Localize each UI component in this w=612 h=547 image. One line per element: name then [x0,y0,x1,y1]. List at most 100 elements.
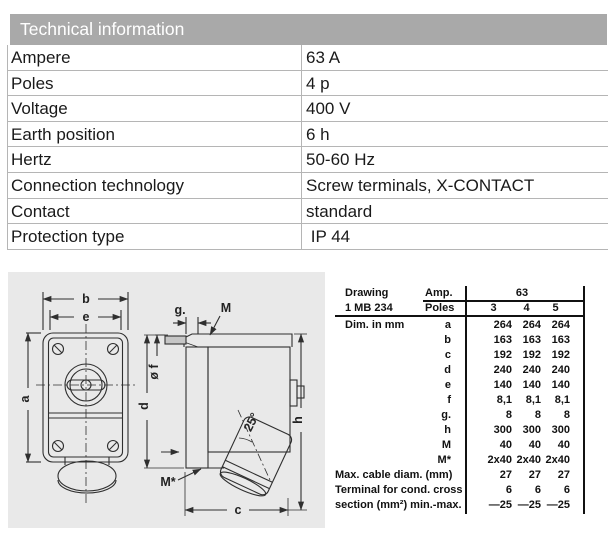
dim-value: 2x40 [516,454,541,466]
dim-value: —25 [546,499,570,511]
dim-value: 27 [499,469,512,481]
dim-label-e: e [83,310,90,324]
dim-letter: e [444,379,451,391]
spec-label: Contact [11,201,70,221]
dim-header-row: Drawing Amp. 63 [335,286,587,301]
spec-label: Ampere [11,48,71,67]
technical-drawing-panel: b e a g. M ø f d h 25° M* c [8,272,325,528]
extra-label: section (mm²) min.-max. [335,499,462,511]
dim-value: 140 [493,379,512,391]
dim-row: h 300 300 300 [335,423,587,438]
table-right-border [583,286,585,514]
spec-row: Voltage 400 V [8,96,608,122]
dim-row: g. 8 8 8 [335,408,587,423]
dim-label-a: a [18,394,32,402]
dim-letter: M* [437,454,451,466]
dim-value: 27 [557,469,570,481]
spec-row: Ampere 63 A [8,45,608,71]
dim-value: 140 [551,379,570,391]
dim-row: b 163 163 163 [335,333,587,348]
dim-value: 2x40 [487,454,512,466]
dim-value: 240 [551,364,570,376]
dim-value: 163 [551,334,570,346]
drawing-label: Drawing [345,287,389,299]
extra-label: Terminal for cond. cross [335,484,463,496]
amp-label: Amp. [425,287,453,299]
dim-value: —25 [517,499,541,511]
table-divider [465,286,467,514]
dim-value: 8,1 [554,394,570,406]
dim-extra-row: Terminal for cond. cross 6 6 6 [335,483,587,498]
dim-extra-row: section (mm²) min.-max. —25 —25 —25 [335,498,587,513]
dim-value: 8,1 [525,394,541,406]
dim-value: 192 [551,349,570,361]
spec-value: Screw terminals, X-CONTACT [301,172,608,198]
spec-value: 63 A [301,45,608,70]
pole-col: 3 [490,302,497,314]
dim-value: 192 [493,349,512,361]
dim-label-b: b [82,292,90,306]
dim-value: 264 [522,319,541,331]
dim-extra-row: Max. cable diam. (mm) 27 27 27 [335,468,587,483]
dim-value: 264 [493,319,512,331]
extra-label: Max. cable diam. (mm) [335,469,453,481]
dim-value: 240 [522,364,541,376]
dim-label-g: g. [174,303,185,317]
section-title: Technical information [20,19,185,39]
dim-value: 40 [528,439,541,451]
spec-label: Hertz [11,150,52,170]
spec-row: Earth position 6 h [8,121,608,148]
dim-letter: b [444,334,451,346]
dim-letter: a [444,319,451,331]
dim-row: e 140 140 140 [335,378,587,393]
technical-drawing: b e a g. M ø f d h 25° M* c [18,292,307,517]
dim-label-m: M [221,301,231,315]
dim-row: f 8,1 8,1 8,1 [335,393,587,408]
dim-letter: h [444,424,451,436]
dimension-table: Drawing Amp. 63 1 MB 234 Poles 3 4 5 Dim… [335,284,587,518]
spec-row: Poles 4 p [8,70,608,97]
pole-col: 4 [523,302,530,314]
spec-value: 400 V [301,96,608,121]
dim-units-label: Dim. in mm [345,319,405,331]
pole-col: 5 [552,302,559,314]
dim-label-h: h [291,416,305,424]
dim-label-of: ø f [147,364,161,380]
dim-letter: M [441,439,451,451]
spec-label: Earth position [11,124,115,144]
dim-row: c 192 192 192 [335,348,587,363]
dim-letter: d [444,364,451,376]
dim-value: 192 [522,349,541,361]
dim-value: 8 [534,409,541,421]
dim-value: 6 [563,484,570,496]
spec-row: Hertz 50-60 Hz [8,147,608,173]
dim-value: 300 [522,424,541,436]
spec-value: standard [301,198,608,224]
spec-label: Poles [11,73,54,93]
section-header: Technical information [10,14,607,45]
table-rule [335,315,585,317]
dim-label-angle: 25° [241,411,262,434]
dim-value: 8 [505,409,512,421]
dim-row: M* 2x40 2x40 2x40 [335,453,587,468]
dim-label-m-star: M* [160,475,175,489]
dim-value: 6 [534,484,541,496]
spec-row: Contact standard [8,198,608,225]
dim-label-c: c [235,503,242,517]
dim-row: M 40 40 40 [335,438,587,453]
table-rule [423,300,585,302]
spec-value: 6 h [301,121,608,147]
spec-row: Protection type IP 44 [8,224,608,250]
dim-value: 163 [493,334,512,346]
dim-value: 264 [551,319,570,331]
spec-label: Connection technology [11,175,184,195]
dim-row: d 240 240 240 [335,363,587,378]
drawing-number: 1 MB 234 [345,302,393,314]
amp-value: 63 [515,287,529,299]
dim-header-row: 1 MB 234 Poles 3 4 5 [335,301,587,316]
dim-value: 40 [499,439,512,451]
spec-value: 4 p [301,70,608,96]
dim-value: 40 [557,439,570,451]
spec-table: Ampere 63 A Poles 4 p Voltage 400 V Eart… [7,45,608,250]
